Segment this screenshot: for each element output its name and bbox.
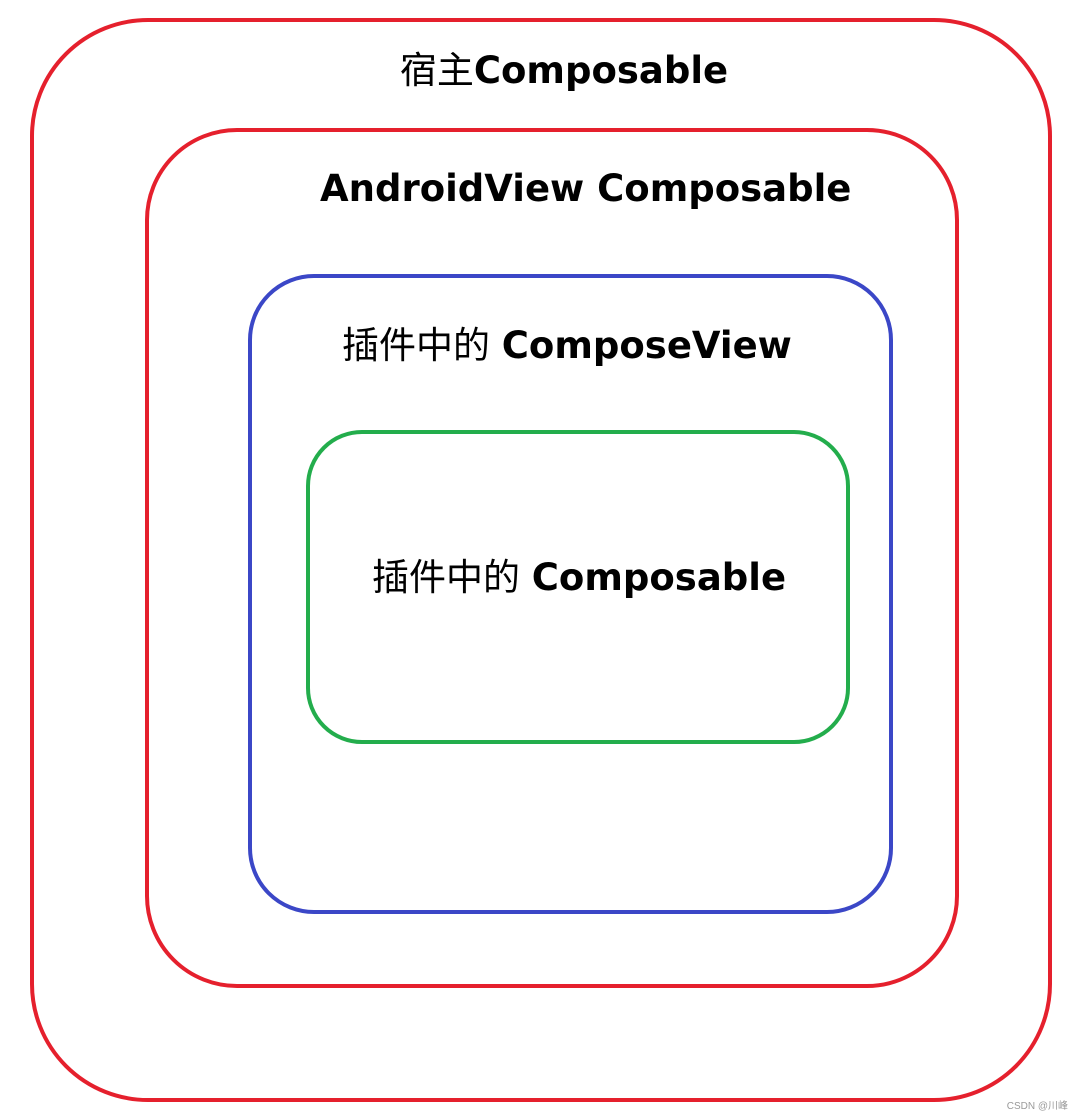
plugin-composable-label-latin: Composable — [531, 556, 787, 599]
androidview-composable-box — [145, 128, 959, 988]
host-composable-label-cjk: 宿主 — [399, 49, 474, 92]
host-composable-box — [30, 18, 1052, 1102]
csdn-watermark: CSDN @川峰 — [1006, 1101, 1068, 1112]
plugin-composeview-box — [248, 274, 893, 914]
androidview-composable-label: AndroidView Composable — [320, 170, 851, 207]
androidview-composable-label-latin: AndroidView Composable — [320, 167, 852, 210]
host-composable-label-latin: Composable — [473, 49, 729, 92]
plugin-composable-label: 插件中的 Composable — [372, 559, 786, 596]
plugin-composeview-label: 插件中的 ComposeView — [342, 327, 792, 364]
plugin-composeview-label-cjk: 插件中的 — [342, 324, 502, 367]
host-composable-label: 宿主Composable — [0, 52, 1080, 89]
plugin-composable-box — [306, 430, 850, 744]
plugin-composeview-label-latin: ComposeView — [501, 324, 792, 367]
plugin-composable-label-cjk: 插件中的 — [372, 556, 532, 599]
